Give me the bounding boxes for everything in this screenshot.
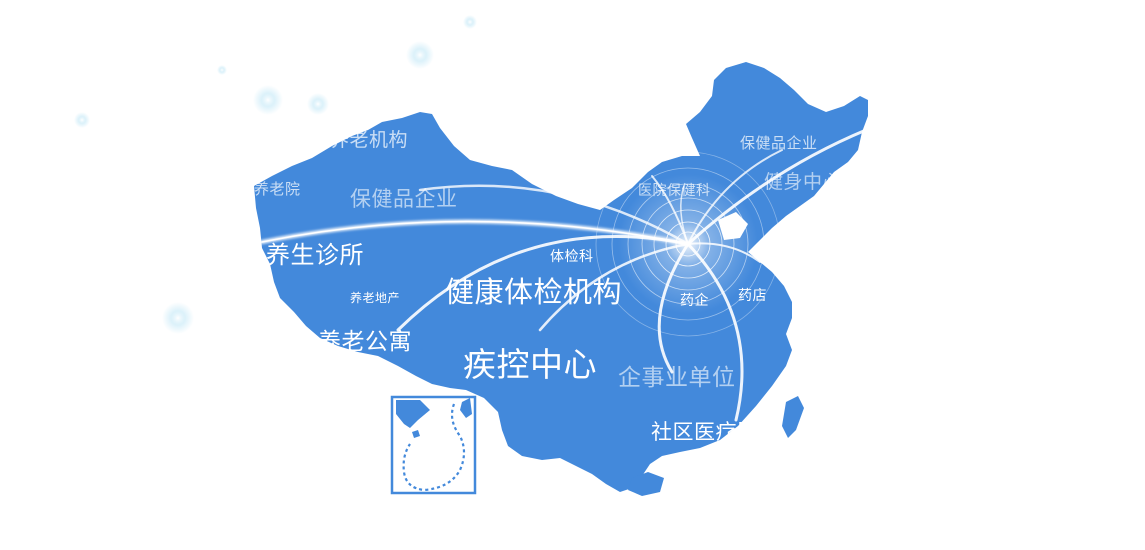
hub-ring	[611, 167, 765, 321]
arc-to-south	[657, 242, 690, 374]
glow-particle	[307, 93, 329, 115]
china-mainland	[254, 62, 868, 492]
inset-coast-east	[460, 398, 472, 418]
arc-to-southwest	[396, 235, 690, 332]
taiwan-island	[782, 396, 804, 438]
glow-particles	[74, 15, 477, 334]
arc-to-north-northeast	[687, 149, 783, 245]
inset-coast	[396, 400, 430, 428]
arc-to-north-west	[680, 185, 689, 245]
arc-to-southeast	[686, 242, 744, 422]
glow-particle	[162, 302, 194, 334]
arc-to-south-central	[538, 242, 690, 332]
arc-to-northwest	[418, 184, 690, 246]
inset-island	[412, 430, 420, 438]
hub-ring	[595, 151, 781, 337]
glow-particle	[253, 85, 283, 115]
glow-particle	[74, 112, 90, 128]
arc-to-east	[687, 242, 761, 263]
arc-to-west	[261, 220, 689, 245]
south-china-sea-inset	[390, 395, 477, 495]
flight-arcs	[260, 128, 868, 422]
hainan-island	[628, 472, 664, 496]
glow-particle	[463, 15, 477, 29]
hub-ring	[653, 209, 723, 279]
arc-to-northeast	[686, 128, 868, 246]
inset-dashed-line	[402, 403, 466, 492]
glow-particle	[217, 65, 227, 75]
glow-particle	[406, 41, 434, 69]
hub-ring	[627, 183, 749, 305]
hub-ring	[641, 197, 735, 291]
